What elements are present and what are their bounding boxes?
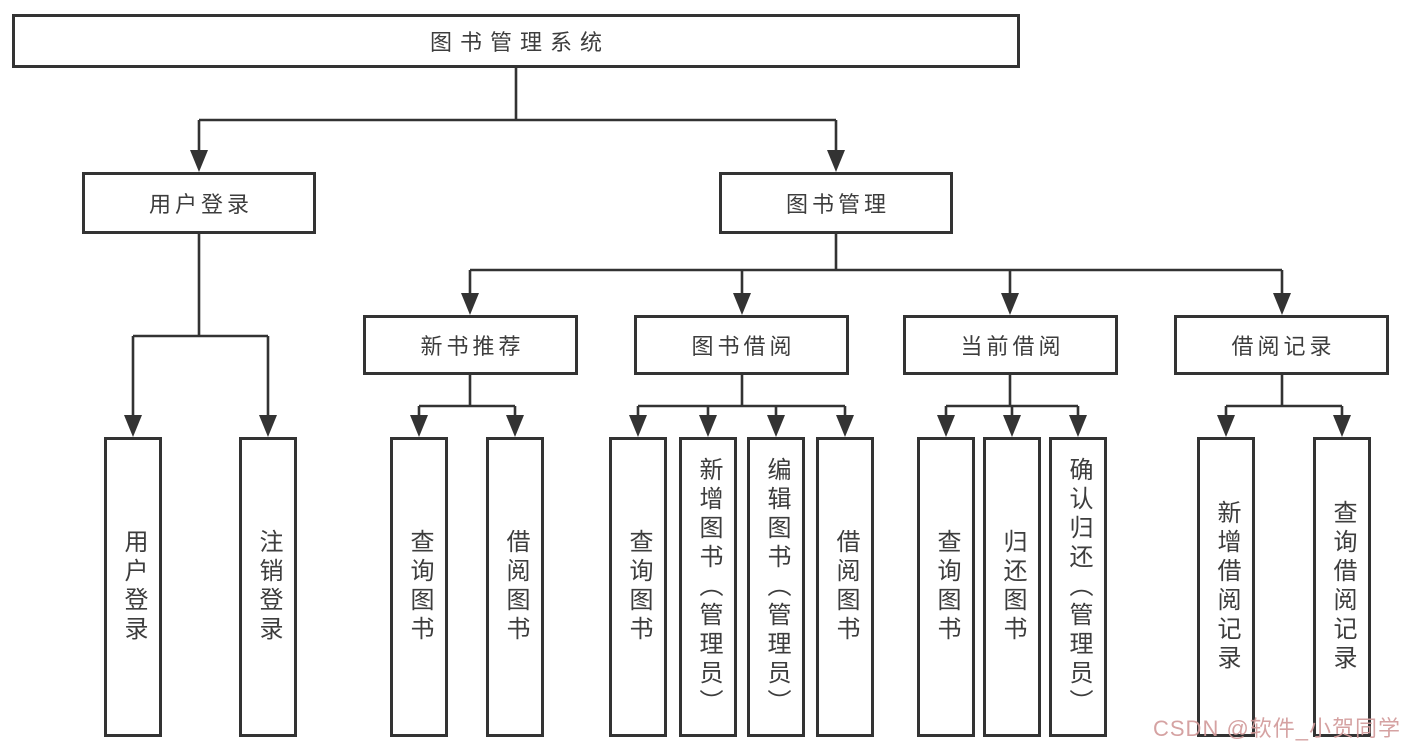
node-label: 当前借阅 xyxy=(960,334,1065,359)
node-label: 图书管理 xyxy=(785,192,890,217)
leaf-query-books-current: 查询图书 xyxy=(917,437,975,737)
node-label: 图书借阅 xyxy=(691,334,796,359)
leaf-label: 查询图书 xyxy=(933,529,960,645)
leaf-query-books-recommend: 查询图书 xyxy=(390,437,448,737)
leaf-edit-books-admin: 编辑图书（管理员） xyxy=(747,437,805,737)
leaf-label: 借阅图书 xyxy=(502,529,529,645)
leaf-query-books-borrow: 查询图书 xyxy=(609,437,667,737)
leaf-label: 查询借阅记录 xyxy=(1329,500,1356,674)
leaf-label: 借阅图书 xyxy=(832,529,859,645)
leaf-query-borrow-record: 查询借阅记录 xyxy=(1313,437,1371,737)
node-new-book-recommendation: 新书推荐 xyxy=(363,315,578,375)
leaf-add-books-admin: 新增图书（管理员） xyxy=(679,437,737,737)
node-library-management-system: 图书管理系统 xyxy=(12,14,1020,68)
leaf-borrow-books-recommend: 借阅图书 xyxy=(486,437,544,737)
leaf-label: 归还图书 xyxy=(999,529,1026,645)
connector-strokes xyxy=(131,68,1344,416)
leaf-label: 注销登录 xyxy=(255,529,282,645)
leaf-label: 新增借阅记录 xyxy=(1213,500,1240,674)
leaf-confirm-return-admin: 确认归还（管理员） xyxy=(1049,437,1107,737)
node-label: 图书管理系统 xyxy=(429,30,610,55)
arrowheads xyxy=(124,150,1351,437)
leaf-return-books: 归还图书 xyxy=(983,437,1041,737)
node-label: 借阅记录 xyxy=(1231,334,1336,359)
watermark: CSDN @软件_小贺同学 xyxy=(1153,716,1402,741)
leaf-add-borrow-record: 新增借阅记录 xyxy=(1197,437,1255,737)
leaf-label: 查询图书 xyxy=(406,529,433,645)
leaf-logout: 注销登录 xyxy=(239,437,297,737)
leaf-user-login: 用户登录 xyxy=(104,437,162,737)
node-user-login: 用户登录 xyxy=(82,172,316,234)
leaf-label: 查询图书 xyxy=(625,529,652,645)
leaf-borrow-books: 借阅图书 xyxy=(816,437,874,737)
node-borrowing-records: 借阅记录 xyxy=(1174,315,1389,375)
node-current-borrowing: 当前借阅 xyxy=(903,315,1118,375)
node-label: 用户登录 xyxy=(148,192,253,217)
leaf-label: 确认归还（管理员） xyxy=(1065,456,1092,718)
node-book-borrowing: 图书借阅 xyxy=(634,315,849,375)
leaf-label: 新增图书（管理员） xyxy=(695,456,722,718)
node-book-management: 图书管理 xyxy=(719,172,953,234)
leaf-label: 用户登录 xyxy=(120,529,147,645)
leaf-label: 编辑图书（管理员） xyxy=(763,456,790,718)
node-label: 新书推荐 xyxy=(420,334,525,359)
